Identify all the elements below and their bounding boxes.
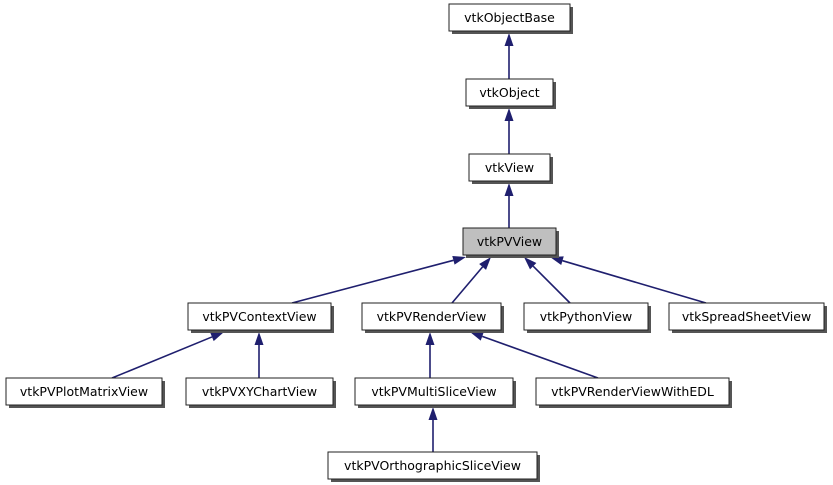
node-box[interactable]	[327, 451, 538, 480]
node-box[interactable]	[523, 302, 649, 331]
node-box[interactable]	[187, 302, 332, 331]
edge-line	[532, 265, 571, 304]
class-node-vtkPVPlotMatrixView[interactable]: vtkPVPlotMatrixView	[5, 377, 165, 408]
edge-line	[481, 335, 599, 379]
node-label: vtkPVMultiSliceView	[371, 384, 496, 399]
node-box[interactable]	[668, 302, 825, 331]
inheritance-arrowhead-icon	[470, 332, 484, 341]
inheritance-edge	[291, 255, 466, 304]
node-box[interactable]	[462, 227, 557, 256]
inheritance-arrowhead-icon	[524, 257, 537, 270]
node-box[interactable]	[468, 153, 551, 182]
class-node-vtkSpreadSheetView[interactable]: vtkSpreadSheetView	[668, 302, 827, 333]
inheritance-edge	[111, 332, 224, 379]
node-label: vtkView	[485, 160, 534, 175]
node-box[interactable]	[5, 377, 163, 406]
node-box[interactable]	[354, 377, 514, 406]
inheritance-arrowhead-icon	[504, 33, 514, 46]
inheritance-arrowhead-icon	[504, 108, 514, 121]
inheritance-edge	[451, 257, 491, 304]
inheritance-arrowhead-icon	[550, 256, 564, 265]
class-node-vtkObject[interactable]: vtkObject	[465, 78, 556, 109]
inheritance-edge	[550, 256, 707, 304]
inheritance-edge	[428, 407, 438, 452]
class-node-vtkObjectBase[interactable]: vtkObjectBase	[448, 3, 573, 34]
nodes-layer: vtkObjectBase vtkObject vtkView vtkPVView vt…	[5, 3, 827, 482]
edge-line	[451, 266, 484, 304]
edge-line	[562, 259, 707, 304]
node-label: vtkPVView	[477, 234, 542, 249]
inheritance-edge	[254, 332, 264, 378]
node-label: vtkObject	[479, 85, 539, 100]
class-node-vtkPVPythonView[interactable]: vtkPythonView	[523, 302, 651, 333]
node-box[interactable]	[535, 377, 730, 406]
inheritance-arrowhead-icon	[254, 332, 264, 345]
class-node-vtkPVMultiSliceView[interactable]: vtkPVMultiSliceView	[354, 377, 516, 408]
inheritance-arrowhead-icon	[452, 255, 466, 265]
edges-layer	[111, 33, 707, 452]
edge-line	[291, 259, 454, 304]
class-node-vtkPVXYChartView[interactable]: vtkPVXYChartView	[185, 377, 336, 408]
node-box[interactable]	[465, 78, 554, 107]
node-label: vtkPVOrthographicSliceView	[344, 458, 521, 473]
class-node-vtkView[interactable]: vtkView	[468, 153, 553, 184]
node-label: vtkSpreadSheetView	[682, 309, 811, 324]
node-box[interactable]	[448, 3, 571, 32]
class-node-vtkPVRenderView[interactable]: vtkPVRenderView	[361, 302, 504, 333]
inheritance-edge	[504, 33, 514, 79]
inheritance-arrowhead-icon	[428, 407, 438, 420]
node-label: vtkPVPlotMatrixView	[20, 384, 148, 399]
node-box[interactable]	[361, 302, 502, 331]
inheritance-edge	[504, 183, 514, 228]
inheritance-edge	[425, 332, 435, 378]
inheritance-arrowhead-icon	[479, 257, 491, 270]
node-label: vtkPythonView	[540, 309, 633, 324]
node-label: vtkPVContextView	[202, 309, 316, 324]
inheritance-arrowhead-icon	[425, 332, 435, 345]
edge-line	[111, 336, 213, 379]
node-label: vtkObjectBase	[464, 10, 555, 25]
class-node-vtkPVContextView[interactable]: vtkPVContextView	[187, 302, 334, 333]
inheritance-arrowhead-icon	[210, 332, 224, 342]
node-box[interactable]	[185, 377, 334, 406]
node-label: vtkPVXYChartView	[202, 384, 317, 399]
inheritance-arrowhead-icon	[504, 183, 514, 196]
inheritance-edge	[524, 257, 571, 304]
node-label: vtkPVRenderViewWithEDL	[551, 384, 714, 399]
node-label: vtkPVRenderView	[377, 309, 487, 324]
class-node-vtkPVOrthographicSliceView[interactable]: vtkPVOrthographicSliceView	[327, 451, 540, 482]
inheritance-edge	[470, 332, 599, 379]
class-node-vtkPVRenderViewWithEDL[interactable]: vtkPVRenderViewWithEDL	[535, 377, 732, 408]
inheritance-edge	[504, 108, 514, 154]
class-node-vtkPVView[interactable]: vtkPVView	[462, 227, 559, 258]
